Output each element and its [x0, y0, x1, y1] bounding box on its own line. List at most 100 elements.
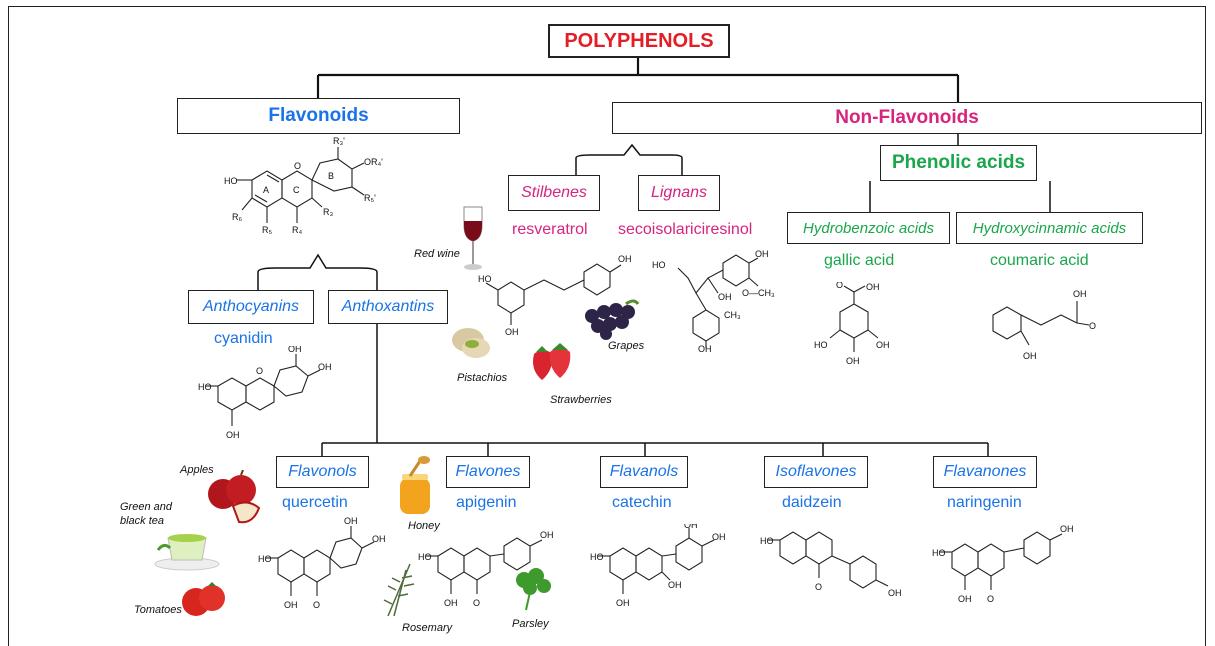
naringenin-structure: HO OH O OH: [932, 524, 1074, 604]
ap-o: O: [473, 598, 480, 608]
qu-oh2: OH: [344, 516, 358, 526]
grapes-icon: [585, 299, 640, 340]
ring-a-text: A: [263, 185, 269, 195]
daidzein-structure: HO O OH: [760, 531, 902, 598]
r5-text: R₅: [262, 225, 272, 235]
pistachios-label: Pistachios: [457, 372, 508, 384]
r5prime-text: R₅': [364, 193, 376, 203]
qu-ho: HO: [258, 554, 272, 564]
ga-o: O: [836, 282, 843, 290]
r3-text: R₃: [323, 207, 333, 217]
ring-b-text: B: [328, 171, 334, 181]
sc-och3: O—CH₃: [742, 288, 775, 298]
red-wine-label: Red wine: [414, 248, 460, 260]
sc-oh2: OH: [755, 249, 769, 259]
ca-oh3: OH: [684, 524, 698, 530]
cy-ho1: HO: [198, 382, 212, 392]
da-oh: OH: [888, 588, 902, 598]
na-oh2: OH: [1060, 524, 1074, 534]
secoisolariciresinol-label: secoisolariciresinol: [618, 221, 753, 238]
apples-icon: [208, 470, 261, 524]
coumaric-acid-label: coumaric acid: [990, 252, 1089, 269]
qu-oh1: OH: [284, 600, 298, 610]
ca-oh2: OH: [668, 580, 682, 590]
honey-label: Honey: [408, 520, 440, 532]
ca-ho: HO: [590, 552, 604, 562]
isoflavones-box: Isoflavones: [764, 456, 868, 488]
flavanols-box: Flavanols: [600, 456, 688, 488]
or4prime-text: OR₄': [364, 157, 383, 167]
core-o-text: O: [294, 161, 301, 171]
ca-oh4: OH: [712, 532, 726, 542]
resveratrol-structure: HO OH OH: [478, 254, 632, 335]
apigenin-structure: HO OH O OH: [418, 530, 554, 608]
red-wine-glass-icon: [463, 206, 483, 270]
phenolic-acids-box: Phenolic acids: [880, 145, 1037, 181]
anthoxantins-box: Anthoxantins: [328, 290, 448, 324]
cy-oh1: OH: [226, 430, 240, 440]
r3prime-text: R₃': [333, 136, 345, 146]
r6-text: R₆: [232, 212, 242, 222]
gallic-acid-structure: OH O HO OH OH: [814, 282, 890, 366]
ap-ho: HO: [418, 552, 432, 562]
r4-text: R₄: [292, 225, 302, 235]
naringenin-label: naringenin: [947, 494, 1022, 511]
coumaric-acid-structure: OH O OH: [992, 289, 1096, 361]
flavonoid-core-structure: HO A C B O R₃ R₄ R₅ R₆ R₃' OR₄' R₅': [224, 136, 383, 235]
ga-oh3: OH: [846, 356, 860, 366]
pistachios-icon: [452, 328, 490, 358]
cu-o: O: [1089, 321, 1096, 331]
lignans-box: Lignans: [638, 175, 720, 211]
flavanones-box: Flavanones: [933, 456, 1037, 488]
na-ho: HO: [932, 548, 946, 558]
ap-oh1: OH: [444, 598, 458, 608]
apigenin-label: apigenin: [456, 494, 517, 511]
rv-oh1: OH: [505, 327, 519, 335]
honey-jar-icon: [400, 456, 430, 514]
strawberries-label: Strawberries: [550, 394, 612, 406]
cy-oh2: OH: [288, 346, 302, 354]
grapes-label: Grapes: [608, 340, 645, 352]
catechin-label: catechin: [612, 494, 672, 511]
hydroxycinnamic-acids-box: Hydroxycinnamic acids: [956, 212, 1143, 244]
flavones-box: Flavones: [446, 456, 530, 488]
green-tea-cup-icon: [154, 534, 220, 571]
ca-oh1: OH: [616, 598, 630, 608]
qu-oh3: OH: [372, 534, 386, 544]
polyphenols-title: POLYPHENOLS: [548, 24, 730, 58]
parsley-label: Parsley: [512, 618, 549, 630]
cy-oh3: OH: [318, 362, 332, 372]
cu-oh2: OH: [1023, 351, 1037, 361]
cyanidin-structure: HO OH OH OH O: [198, 346, 332, 440]
cyanidin-label: cyanidin: [214, 330, 273, 347]
tomatoes-icon: [182, 582, 225, 616]
strawberries-icon: [533, 343, 571, 380]
ga-oh2: OH: [876, 340, 890, 350]
catechin-structure: HO OH OH OH OH: [590, 524, 726, 608]
na-oh1: OH: [958, 594, 972, 604]
rosemary-label: Rosemary: [402, 622, 453, 634]
sc-ho: HO: [652, 260, 666, 270]
non-flavonoids-box: Non-Flavonoids: [612, 102, 1202, 134]
ga-ho: HO: [814, 340, 828, 350]
stilbenes-box: Stilbenes: [508, 175, 600, 211]
ap-oh2: OH: [540, 530, 554, 540]
na-o: O: [987, 594, 994, 604]
green-tea-label: Green and black tea: [120, 501, 172, 527]
quercetin-structure: HO OH O OH OH: [258, 516, 386, 610]
rv-ho: HO: [478, 274, 492, 284]
tomatoes-label: Tomatoes: [134, 604, 182, 616]
gallic-acid-label: gallic acid: [824, 252, 895, 269]
cy-o: O: [256, 366, 263, 376]
parsley-icon: [516, 568, 551, 611]
ga-oh1: OH: [866, 282, 880, 292]
flavonols-box: Flavonols: [276, 456, 369, 488]
frame-border: [8, 6, 1206, 646]
quercetin-label: quercetin: [282, 494, 348, 511]
qu-o: O: [313, 600, 320, 610]
apples-label: Apples: [180, 464, 214, 476]
daidzein-label: daidzein: [782, 494, 842, 511]
secoisolariciresinol-structure: HO OH OH O—CH₃ CH₃ OH: [652, 249, 775, 353]
